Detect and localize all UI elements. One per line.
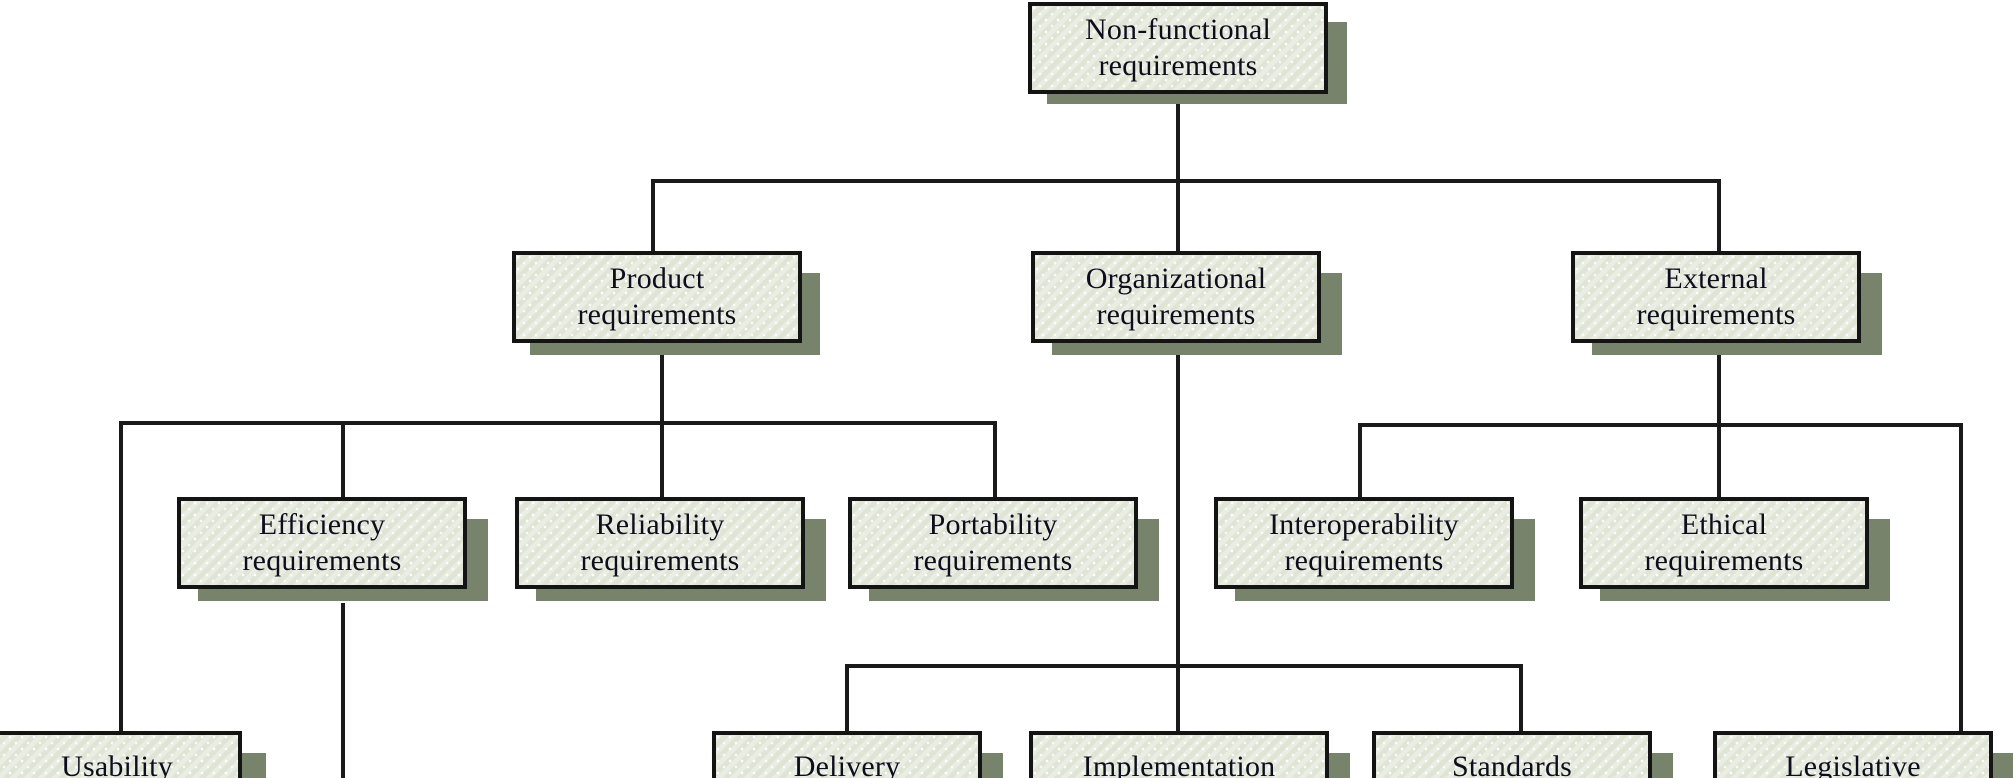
node-label-line1: Legislative <box>1785 750 1921 778</box>
node-label-line1: Implementation <box>1082 750 1276 778</box>
edge-organizational-to-delivery <box>845 664 849 734</box>
node-label-line1: Reliability <box>595 508 725 541</box>
node-label-line1: Ethical <box>1680 508 1768 541</box>
edge-external-trunk <box>1717 285 1721 427</box>
node-label-line1: Non-functional <box>1084 13 1272 46</box>
node-external-requirements[interactable]: External requirements <box>1571 251 1861 343</box>
node-label-line1: Product <box>609 262 705 295</box>
node-label-line1: Portability <box>928 508 1058 541</box>
node-label-line2: requirements <box>1644 544 1804 577</box>
node-label-line1: Efficiency <box>258 508 386 541</box>
node-label-line1: Organizational <box>1085 262 1267 295</box>
node-label-line1: Standards <box>1451 750 1573 778</box>
node-ethical-requirements[interactable]: Ethical requirements <box>1579 497 1869 589</box>
node-implementation[interactable]: Implementation <box>1029 731 1329 778</box>
node-label-line2: requirements <box>1098 49 1258 82</box>
node-organizational-requirements[interactable]: Organizational requirements <box>1031 251 1321 343</box>
edge-bus-product-children <box>119 421 997 425</box>
node-label-line1: Delivery <box>793 750 901 778</box>
node-label-line1: External <box>1664 262 1768 295</box>
node-label-line2: requirements <box>1636 298 1796 331</box>
edge-bus-to-product <box>651 179 655 255</box>
edge-organizational-trunk <box>1176 285 1180 753</box>
node-label-line2: requirements <box>242 544 402 577</box>
edge-bus-to-organizational <box>1176 179 1180 255</box>
node-interoperability-requirements[interactable]: Interoperability requirements <box>1214 497 1514 589</box>
node-portability-requirements[interactable]: Portability requirements <box>848 497 1138 589</box>
node-label-line1: Interoperability <box>1269 508 1459 541</box>
node-label-line2: requirements <box>577 298 737 331</box>
edge-product-to-reliability <box>660 421 664 499</box>
edge-bus-to-external <box>1717 179 1721 255</box>
node-delivery[interactable]: Delivery <box>712 731 982 778</box>
node-label-line2: requirements <box>1284 544 1444 577</box>
node-efficiency-requirements[interactable]: Efficiency requirements <box>177 497 467 589</box>
node-label-line1: Usability <box>61 750 173 778</box>
node-reliability-requirements[interactable]: Reliability requirements <box>515 497 805 589</box>
edge-product-to-usability <box>119 421 123 733</box>
edge-external-to-interoperability <box>1358 423 1362 499</box>
node-non-functional-requirements[interactable]: Non-functional requirements <box>1028 2 1328 94</box>
node-label-line2: requirements <box>1096 298 1256 331</box>
node-usability[interactable]: Usability <box>0 731 242 778</box>
node-label-line2: requirements <box>580 544 740 577</box>
node-standards[interactable]: Standards <box>1372 731 1652 778</box>
edge-organizational-to-standards <box>1519 664 1523 734</box>
edge-efficiency-trunk <box>341 603 345 778</box>
edge-product-to-efficiency <box>341 421 345 499</box>
node-label-line2: requirements <box>913 544 1073 577</box>
node-product-requirements[interactable]: Product requirements <box>512 251 802 343</box>
edge-bus-external-children <box>1358 423 1963 427</box>
node-legislative[interactable]: Legislative <box>1713 731 1993 778</box>
edge-root-trunk <box>1176 96 1180 182</box>
edge-product-trunk <box>660 285 664 425</box>
edge-external-to-ethical <box>1717 423 1721 499</box>
edge-product-to-portability <box>993 421 997 499</box>
edge-external-to-legislative <box>1959 423 1963 733</box>
edge-bus-organizational-children <box>845 664 1523 668</box>
edge-bus-level2 <box>651 179 1721 183</box>
